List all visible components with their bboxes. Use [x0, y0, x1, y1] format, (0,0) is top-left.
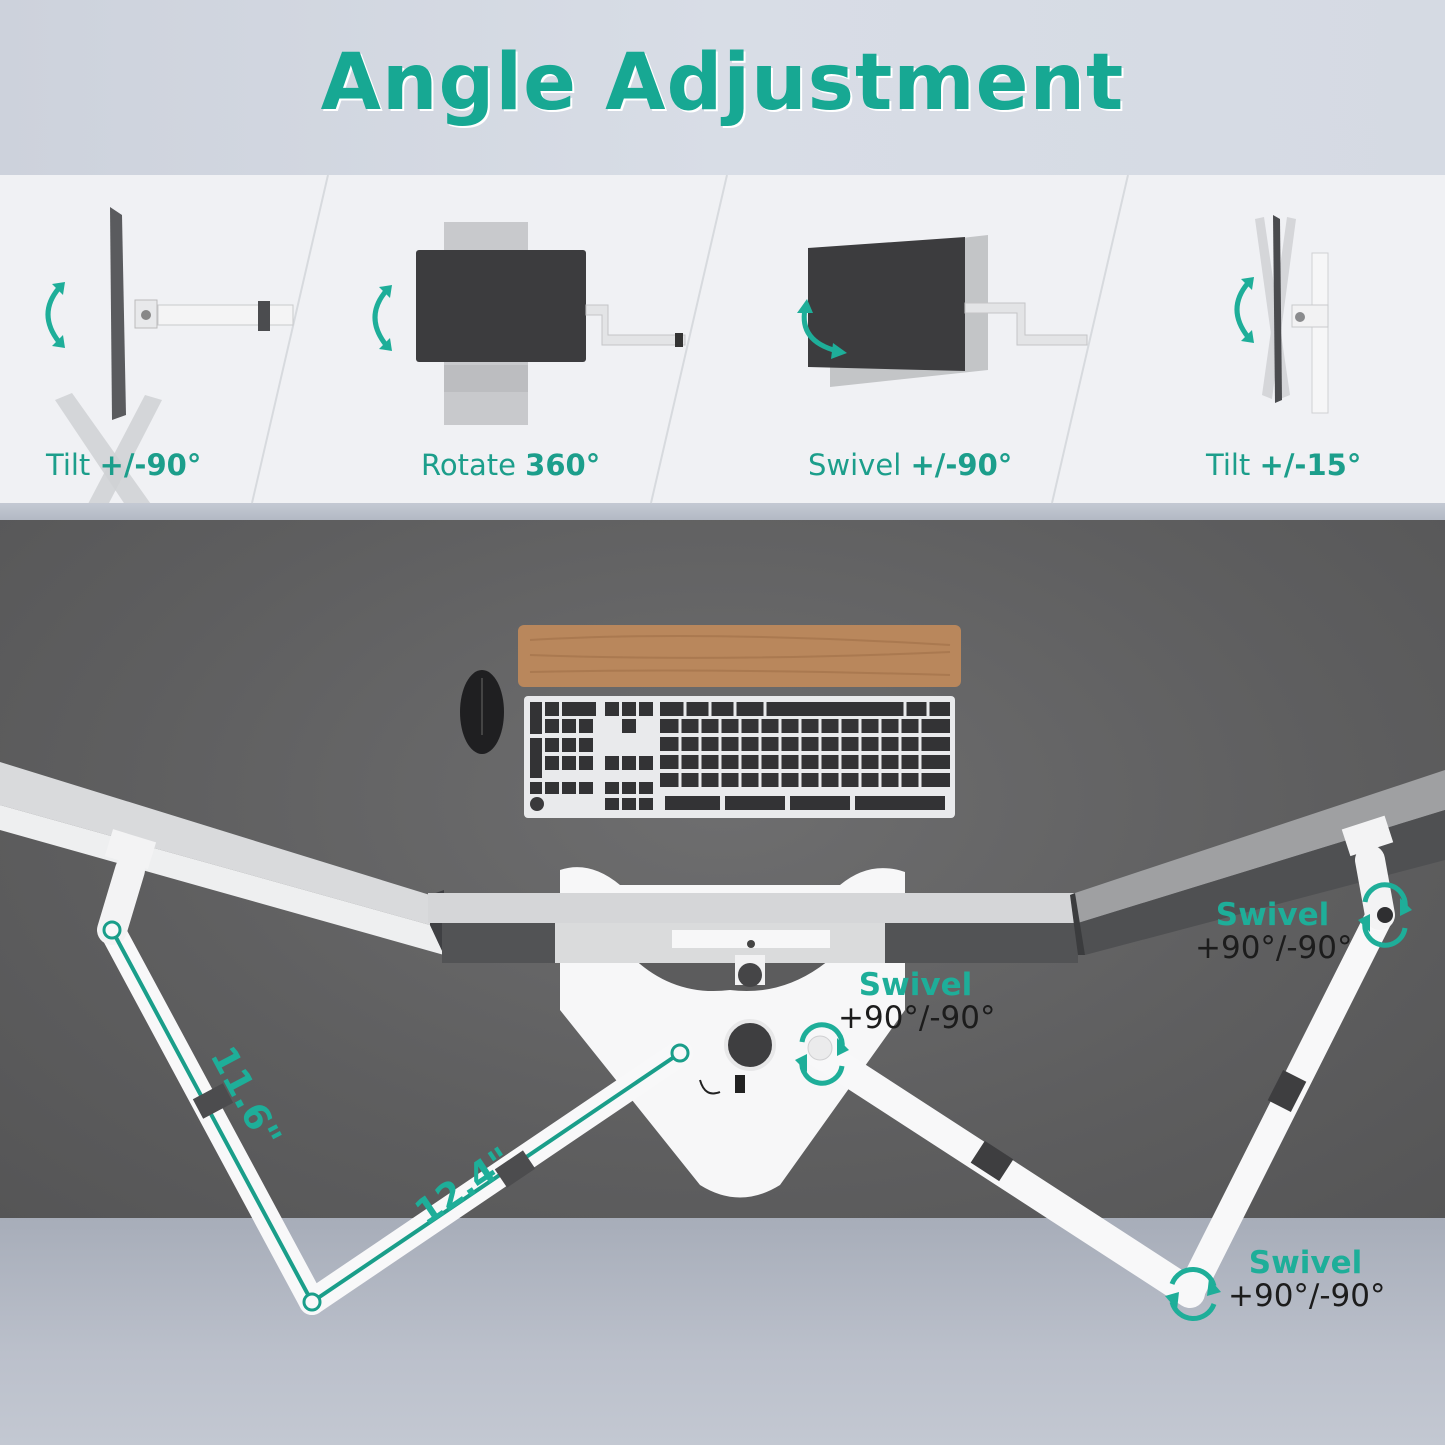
- right-monitor: [1070, 770, 1445, 955]
- panel-dividers: [251, 174, 1129, 504]
- swivel-label-center: Swivel +90°/-90°: [838, 967, 996, 1036]
- swivel-icon-right-elbow: [1165, 1266, 1221, 1322]
- left-monitor: [0, 762, 444, 955]
- adjustment-label-3: Swivel +/-90°: [808, 448, 1013, 482]
- center-monitor: [428, 893, 1078, 963]
- strip-shadow: [0, 503, 1445, 520]
- adjustment-card-tilt-15: [1130, 175, 1445, 503]
- tilt-arrow-icon: [45, 282, 65, 348]
- tilt-monitor-illustration: [55, 207, 294, 503]
- tilt-pole-illustration: [1255, 215, 1329, 414]
- center-pivot-hub: [690, 955, 810, 1095]
- adjustment-strip: [0, 175, 1445, 503]
- swivel-label-right-monitor: Swivel +90°/-90°: [1195, 897, 1353, 966]
- adjustment-label-2: Rotate 360°: [421, 448, 601, 482]
- swivel-icon-right-monitor: [1358, 882, 1412, 948]
- swivel-monitor-illustration: [808, 235, 1088, 387]
- rotate-monitor-illustration: [416, 222, 686, 425]
- adjustment-card-swivel-90: [735, 175, 1135, 503]
- keyboard: [524, 696, 955, 818]
- page-title: Angle Adjustment: [320, 38, 1125, 128]
- mouse: [460, 670, 504, 754]
- tilt-arrow-icon: [1234, 277, 1254, 343]
- wooden-wrist-rest: [518, 625, 961, 687]
- adjustment-card-rotate-360: [330, 175, 730, 503]
- left-arm: [97, 855, 693, 1315]
- adjustment-label-4: Tilt +/-15°: [1206, 448, 1362, 482]
- rotate-arrow-icon: [372, 285, 392, 351]
- swivel-label-right-elbow: Swivel +90°/-90°: [1228, 1245, 1386, 1314]
- adjustment-card-tilt-90: [0, 175, 320, 503]
- swivel-icon-center: [795, 1022, 849, 1086]
- swivel-arrow-icon: [797, 299, 847, 359]
- header-banner: Angle Adjustment: [0, 0, 1445, 175]
- adjustment-label-1: Tilt +/-90°: [46, 448, 202, 482]
